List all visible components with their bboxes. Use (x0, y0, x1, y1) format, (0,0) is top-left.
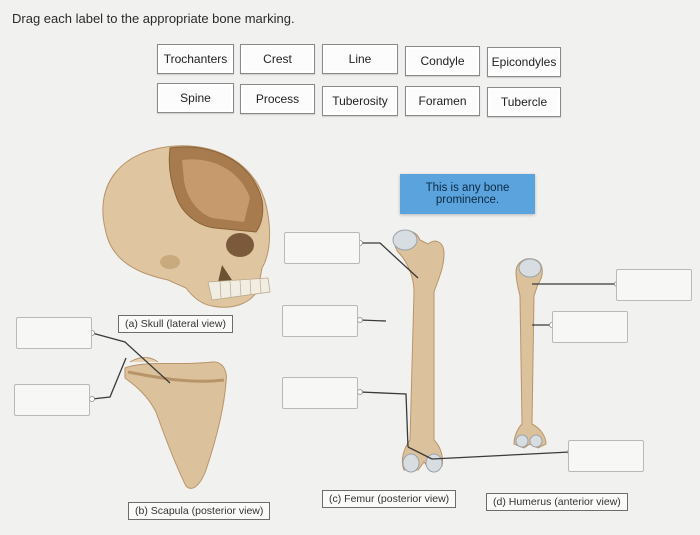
hint-tooltip: This is any bone prominence. (400, 174, 535, 214)
drop-target-femur-shaft[interactable] (282, 305, 358, 337)
scapula-illustration (124, 357, 227, 489)
caption-scapula: (b) Scapula (posterior view) (128, 502, 271, 520)
drop-target-femur-head[interactable] (284, 232, 360, 264)
drop-target-scapula-lower[interactable] (14, 384, 90, 416)
caption-skull: (a) Skull (lateral view) (118, 315, 233, 333)
label-chip-crest[interactable]: Crest (240, 44, 315, 74)
humerus-illustration (513, 258, 547, 449)
instructions-text: Drag each label to the appropriate bone … (12, 11, 295, 26)
drop-target-humerus-shaft[interactable] (552, 311, 628, 343)
drop-target-humerus-head[interactable] (616, 269, 692, 301)
label-chip-spine[interactable]: Spine (157, 83, 234, 113)
drop-target-femur-lower[interactable] (282, 377, 358, 409)
label-chip-tuberosity[interactable]: Tuberosity (322, 86, 398, 116)
label-chip-trochanters[interactable]: Trochanters (157, 44, 234, 74)
skull-illustration (102, 145, 271, 308)
label-chip-condyle[interactable]: Condyle (405, 46, 480, 76)
caption-femur: (c) Femur (posterior view) (322, 490, 457, 508)
label-chip-line[interactable]: Line (322, 44, 398, 74)
drop-target-humerus-distal[interactable] (568, 440, 644, 472)
femur-illustration (392, 229, 445, 473)
leader-lines (91, 242, 617, 460)
label-chip-process[interactable]: Process (240, 84, 315, 114)
label-chip-epicondyles[interactable]: Epicondyles (487, 47, 561, 77)
drop-target-scapula-upper[interactable] (16, 317, 92, 349)
label-chip-tubercle[interactable]: Tubercle (487, 87, 561, 117)
caption-humerus: (d) Humerus (anterior view) (486, 493, 628, 511)
label-chip-foramen[interactable]: Foramen (405, 86, 480, 116)
